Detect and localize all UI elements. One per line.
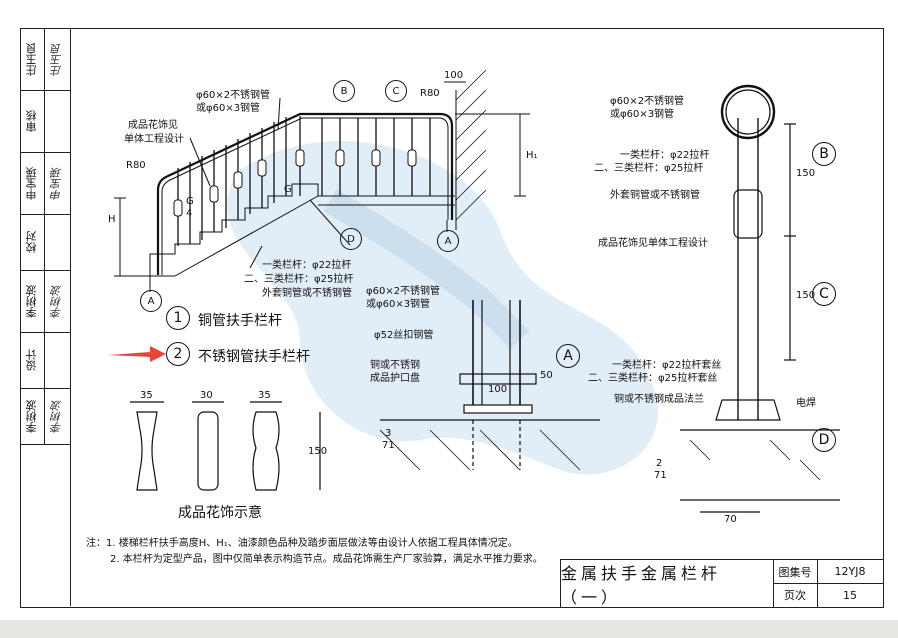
tag-d: D bbox=[340, 228, 362, 250]
tag-a: A bbox=[140, 290, 162, 312]
detail-note: φ60×2不锈钢管 bbox=[610, 96, 685, 107]
radius-label: R80 bbox=[126, 160, 146, 171]
sidebar-row: 李树波 李树波 bbox=[20, 388, 70, 445]
dimension-label: 70 bbox=[724, 514, 737, 525]
sidebar-row: 庄玉良 庄玉良 bbox=[20, 28, 70, 91]
going-label: G bbox=[186, 196, 194, 207]
page-value: 15 bbox=[843, 588, 857, 602]
decor-caption: 成品花饰示意 bbox=[178, 505, 262, 521]
detail-note: 外套铜管或不锈钢管 bbox=[610, 190, 700, 201]
note-line: 注：1. 楼梯栏杆扶手高度H、H₁、油漆颜色品种及踏步面层做法等由设计人依据工程… bbox=[86, 538, 518, 549]
detail-b-tag: B bbox=[812, 142, 836, 166]
rod-note: 二、三类栏杆：φ25拉杆 bbox=[244, 274, 354, 285]
dimension-label: 150 bbox=[796, 168, 816, 179]
rod-note: 外套铜管或不锈钢管 bbox=[262, 288, 352, 299]
height-label: H₁ bbox=[526, 150, 538, 161]
drawing-title: 金属扶手金属栏杆（一） bbox=[561, 560, 774, 607]
detail-note: 一类栏杆：φ22拉杆套丝 bbox=[612, 360, 722, 371]
detail-note: 或φ60×3钢管 bbox=[366, 299, 431, 310]
detail-note: 电焊 bbox=[796, 398, 816, 409]
red-arrow-icon bbox=[108, 346, 166, 362]
detail-note: 成品花饰见单体工程设计 bbox=[598, 238, 708, 249]
rod-note: 一类栏杆：φ22拉杆 bbox=[262, 260, 352, 271]
dimension-label: 50 bbox=[540, 370, 553, 381]
bottom-strip bbox=[0, 620, 898, 638]
legend-number: 2 bbox=[166, 342, 190, 366]
dimension-label: 150 bbox=[308, 446, 328, 457]
atlas-label: 图集号 bbox=[773, 560, 818, 584]
detail-note: φ60×2不锈钢管 bbox=[366, 286, 441, 297]
pipe-note: φ60×2不锈钢管 bbox=[196, 90, 271, 101]
sidebar-row: 校对 bbox=[20, 214, 70, 271]
detail-note: 成品护口盘 bbox=[370, 373, 420, 384]
title-block: 金属扶手金属栏杆（一） 图集号 12YJ8 页次 15 bbox=[560, 559, 883, 607]
sidebar-row: 审核 bbox=[20, 90, 70, 153]
dimension-label: 30 bbox=[200, 390, 213, 401]
dimension-label: 35 bbox=[258, 390, 271, 401]
dimension-label: 150 bbox=[796, 290, 816, 301]
dimension-label: 35 bbox=[140, 390, 153, 401]
ref-number: 71 bbox=[382, 440, 395, 451]
going-label: 4 bbox=[186, 208, 193, 219]
detail-note: 二、三类栏杆：φ25拉杆 bbox=[594, 163, 704, 174]
tag-a: A bbox=[437, 230, 459, 252]
sidebar-row: 设计 bbox=[20, 332, 70, 389]
detail-note: 铜或不锈钢 bbox=[370, 360, 420, 371]
legend-item: 不锈钢管扶手栏杆 bbox=[198, 349, 310, 365]
detail-note: 铜或不锈钢成品法兰 bbox=[614, 394, 704, 405]
legend-number: 1 bbox=[166, 306, 190, 330]
detail-a-tag: A bbox=[556, 344, 580, 368]
tag-b: B bbox=[333, 80, 355, 102]
detail-note: 或φ60×3钢管 bbox=[610, 109, 675, 120]
page-label: 页次 bbox=[773, 583, 818, 607]
ref-number: 2 bbox=[656, 458, 663, 469]
signature-sidebar: 庄玉良 庄玉良 审核 申宝瑛 申宝瑛 校对 李树波 李树波 设计 李树波 李树波 bbox=[20, 28, 71, 606]
height-label: H bbox=[108, 214, 116, 225]
detail-d-tag: D bbox=[812, 428, 836, 452]
decor-note: 成品花饰见 bbox=[128, 120, 178, 131]
decor-note: 单体工程设计 bbox=[124, 134, 184, 145]
ref-number: 3 bbox=[385, 428, 392, 439]
detail-note: 二、三类栏杆：φ25拉杆套丝 bbox=[588, 373, 718, 384]
dimension-label: 100 bbox=[488, 384, 508, 395]
radius-label: R80 bbox=[420, 88, 440, 99]
sidebar-row: 李树波 李树波 bbox=[20, 270, 70, 333]
dimension-label: 100 bbox=[444, 70, 464, 81]
detail-note: 一类栏杆：φ22拉杆 bbox=[620, 150, 710, 161]
detail-c-tag: C bbox=[812, 282, 836, 306]
tag-c: C bbox=[385, 80, 407, 102]
detail-note: φ52丝扣钢管 bbox=[374, 330, 434, 341]
legend-item: 铜管扶手栏杆 bbox=[198, 313, 282, 329]
sidebar-row: 申宝瑛 申宝瑛 bbox=[20, 152, 70, 215]
atlas-value: 12YJ8 bbox=[817, 560, 883, 584]
drawing-frame bbox=[20, 28, 884, 608]
note-line: 2. 本栏杆为定型产品，图中仅简单表示构造节点。成品花饰需生产厂家验算，满足水平… bbox=[110, 554, 543, 565]
ref-number: 71 bbox=[654, 470, 667, 481]
pipe-note: 或φ60×3钢管 bbox=[196, 103, 261, 114]
going-label: G bbox=[284, 184, 292, 195]
